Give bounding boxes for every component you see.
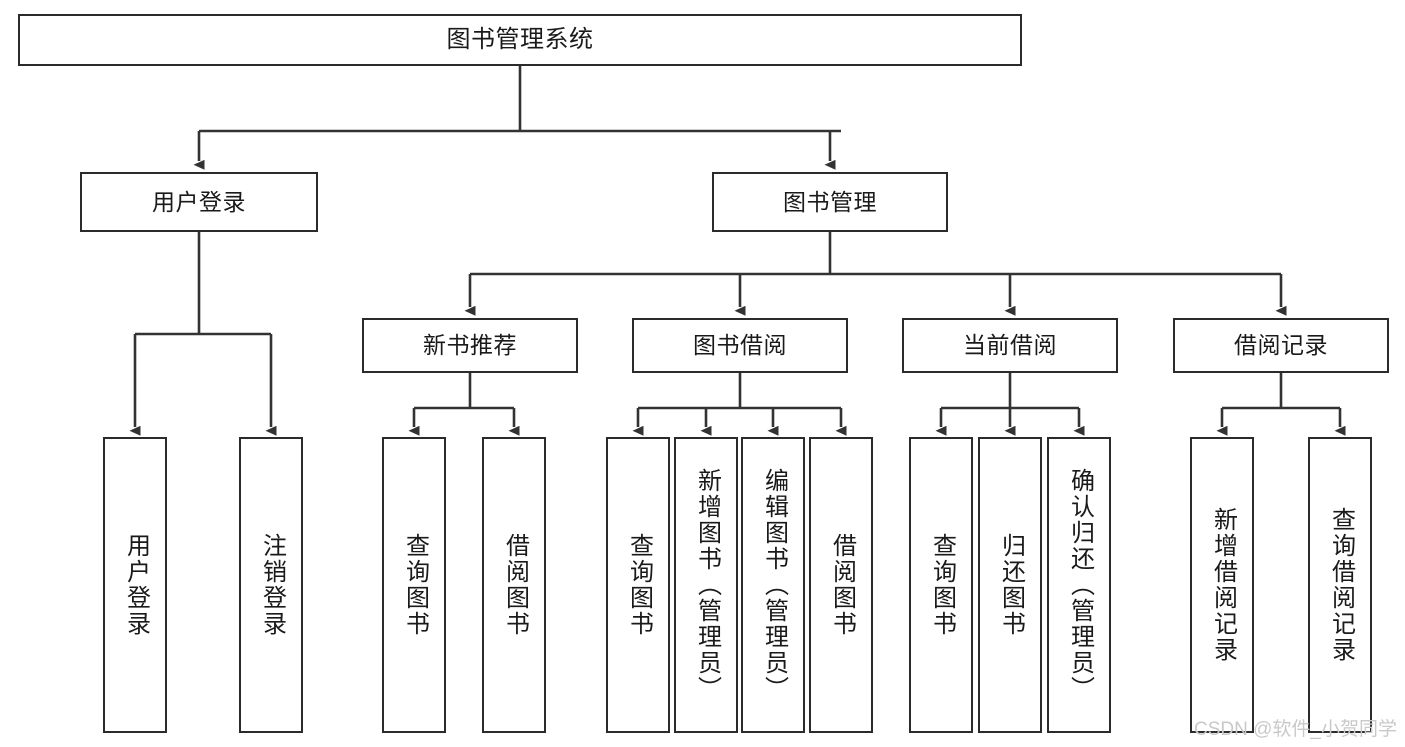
leaf-edit-book-admin[interactable]: 编辑图书（管理员） bbox=[741, 437, 805, 733]
node-user-login[interactable]: 用户登录 bbox=[80, 172, 318, 232]
node-label: 注销登录 bbox=[258, 533, 286, 637]
node-label: 用户登录 bbox=[122, 533, 150, 637]
node-label: 新增图书（管理员） bbox=[693, 468, 721, 702]
node-book-borrow[interactable]: 图书借阅 bbox=[632, 318, 848, 373]
node-label: 借阅图书 bbox=[828, 533, 856, 637]
leaf-user-login[interactable]: 用户登录 bbox=[103, 437, 167, 733]
leaf-add-borrow-record[interactable]: 新增借阅记录 bbox=[1190, 437, 1254, 733]
leaf-borrow-book[interactable]: 借阅图书 bbox=[809, 437, 873, 733]
node-label: 新书推荐 bbox=[423, 332, 517, 359]
node-label: 新增借阅记录 bbox=[1209, 507, 1237, 663]
node-label: 查询图书 bbox=[401, 533, 429, 637]
node-label: 当前借阅 bbox=[963, 332, 1057, 359]
node-label: 确认归还（管理员） bbox=[1066, 468, 1094, 702]
node-label: 查询图书 bbox=[625, 533, 653, 637]
node-current-borrow[interactable]: 当前借阅 bbox=[902, 318, 1118, 373]
watermark-text: CSDN @软件_小贺同学 bbox=[1194, 719, 1397, 740]
node-label: 归还图书 bbox=[997, 533, 1025, 637]
node-root-book-management-system[interactable]: 图书管理系统 bbox=[18, 14, 1022, 66]
leaf-confirm-return-admin[interactable]: 确认归还（管理员） bbox=[1047, 437, 1111, 733]
node-label: 编辑图书（管理员） bbox=[760, 468, 788, 702]
node-label: 用户登录 bbox=[152, 188, 246, 215]
node-label: 图书借阅 bbox=[693, 332, 787, 359]
node-label: 查询图书 bbox=[928, 533, 956, 637]
leaf-query-book-current[interactable]: 查询图书 bbox=[909, 437, 973, 733]
leaf-query-book-recommend[interactable]: 查询图书 bbox=[382, 437, 446, 733]
leaf-query-book-borrow[interactable]: 查询图书 bbox=[606, 437, 670, 733]
node-new-book-recommend[interactable]: 新书推荐 bbox=[362, 318, 578, 373]
leaf-add-book-admin[interactable]: 新增图书（管理员） bbox=[674, 437, 738, 733]
leaf-query-borrow-record[interactable]: 查询借阅记录 bbox=[1308, 437, 1372, 733]
leaf-return-book[interactable]: 归还图书 bbox=[978, 437, 1042, 733]
node-label: 借阅图书 bbox=[501, 533, 529, 637]
node-book-management[interactable]: 图书管理 bbox=[712, 172, 948, 232]
node-borrow-record[interactable]: 借阅记录 bbox=[1173, 318, 1389, 373]
node-label: 借阅记录 bbox=[1234, 332, 1328, 359]
leaf-borrow-book-recommend[interactable]: 借阅图书 bbox=[482, 437, 546, 733]
leaf-logout-login[interactable]: 注销登录 bbox=[239, 437, 303, 733]
node-label: 查询借阅记录 bbox=[1327, 507, 1355, 663]
node-label: 图书管理系统 bbox=[446, 26, 594, 54]
node-label: 图书管理 bbox=[783, 188, 877, 215]
